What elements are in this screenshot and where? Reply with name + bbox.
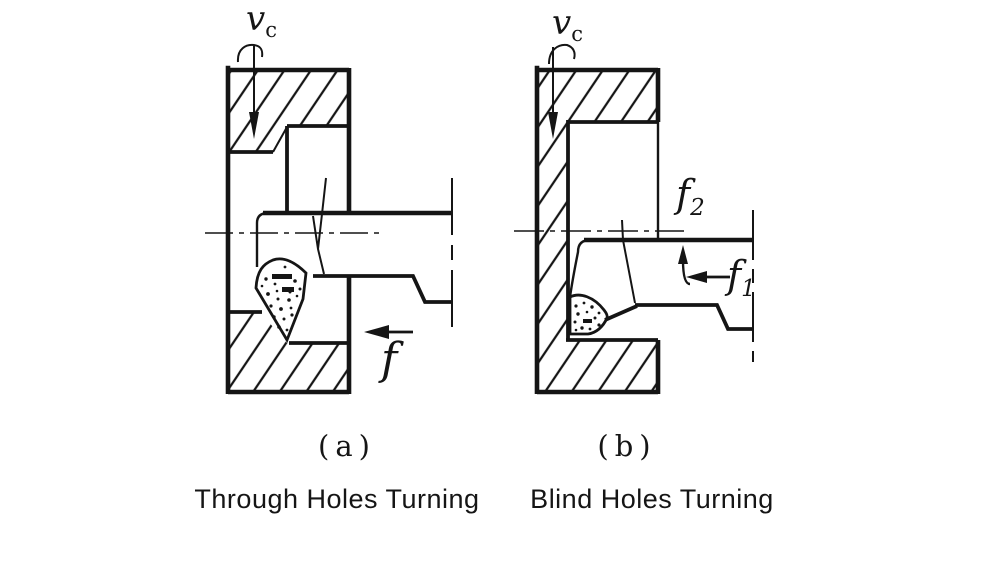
bore-step-chamfer [272, 126, 288, 153]
cutting-speed-label: vc [246, 0, 277, 42]
panel-b-caption: Blind Holes Turning [530, 484, 774, 514]
bore-surfaces [228, 124, 349, 345]
axial-feed-label: f1 [724, 253, 756, 302]
workpiece-outline [225, 65, 352, 395]
workpiece-top-wall-hatch [228, 68, 349, 152]
cutting-speed-arrow [236, 43, 264, 139]
insert-outline [254, 257, 308, 344]
feed-label: f [378, 334, 404, 385]
boring-bar-bottom-edge [313, 274, 452, 304]
workpiece-bottom-wall-hatch [228, 312, 349, 392]
radial-feed-label: f2 [673, 172, 705, 221]
boring-bar-bottom-edge [635, 303, 753, 331]
panel-a-tag: (a) [318, 429, 376, 463]
panel-a-diagram: vc f [205, 0, 453, 395]
tool-holder-corner [568, 238, 591, 298]
tool-holder-corner [255, 211, 269, 267]
axial-feed-arrow [686, 271, 730, 283]
cutting-speed-label: vc [552, 3, 583, 46]
insert-stipple [260, 265, 302, 332]
tool-head-underside [604, 304, 638, 322]
workpiece-outline [534, 65, 661, 395]
insert-stipple [573, 301, 601, 332]
cutting-speed-arrow [548, 43, 576, 139]
panel-b-diagram: vc f1 f2 [514, 3, 756, 395]
tool-head-edge [621, 219, 636, 304]
feed-arrow [364, 325, 413, 339]
panel-b-tag: (b) [597, 429, 657, 463]
insert-outline [568, 293, 609, 336]
tool-head-edge [312, 177, 327, 275]
radial-feed-arrow [678, 245, 691, 286]
panel-a-caption: Through Holes Turning [194, 484, 480, 514]
